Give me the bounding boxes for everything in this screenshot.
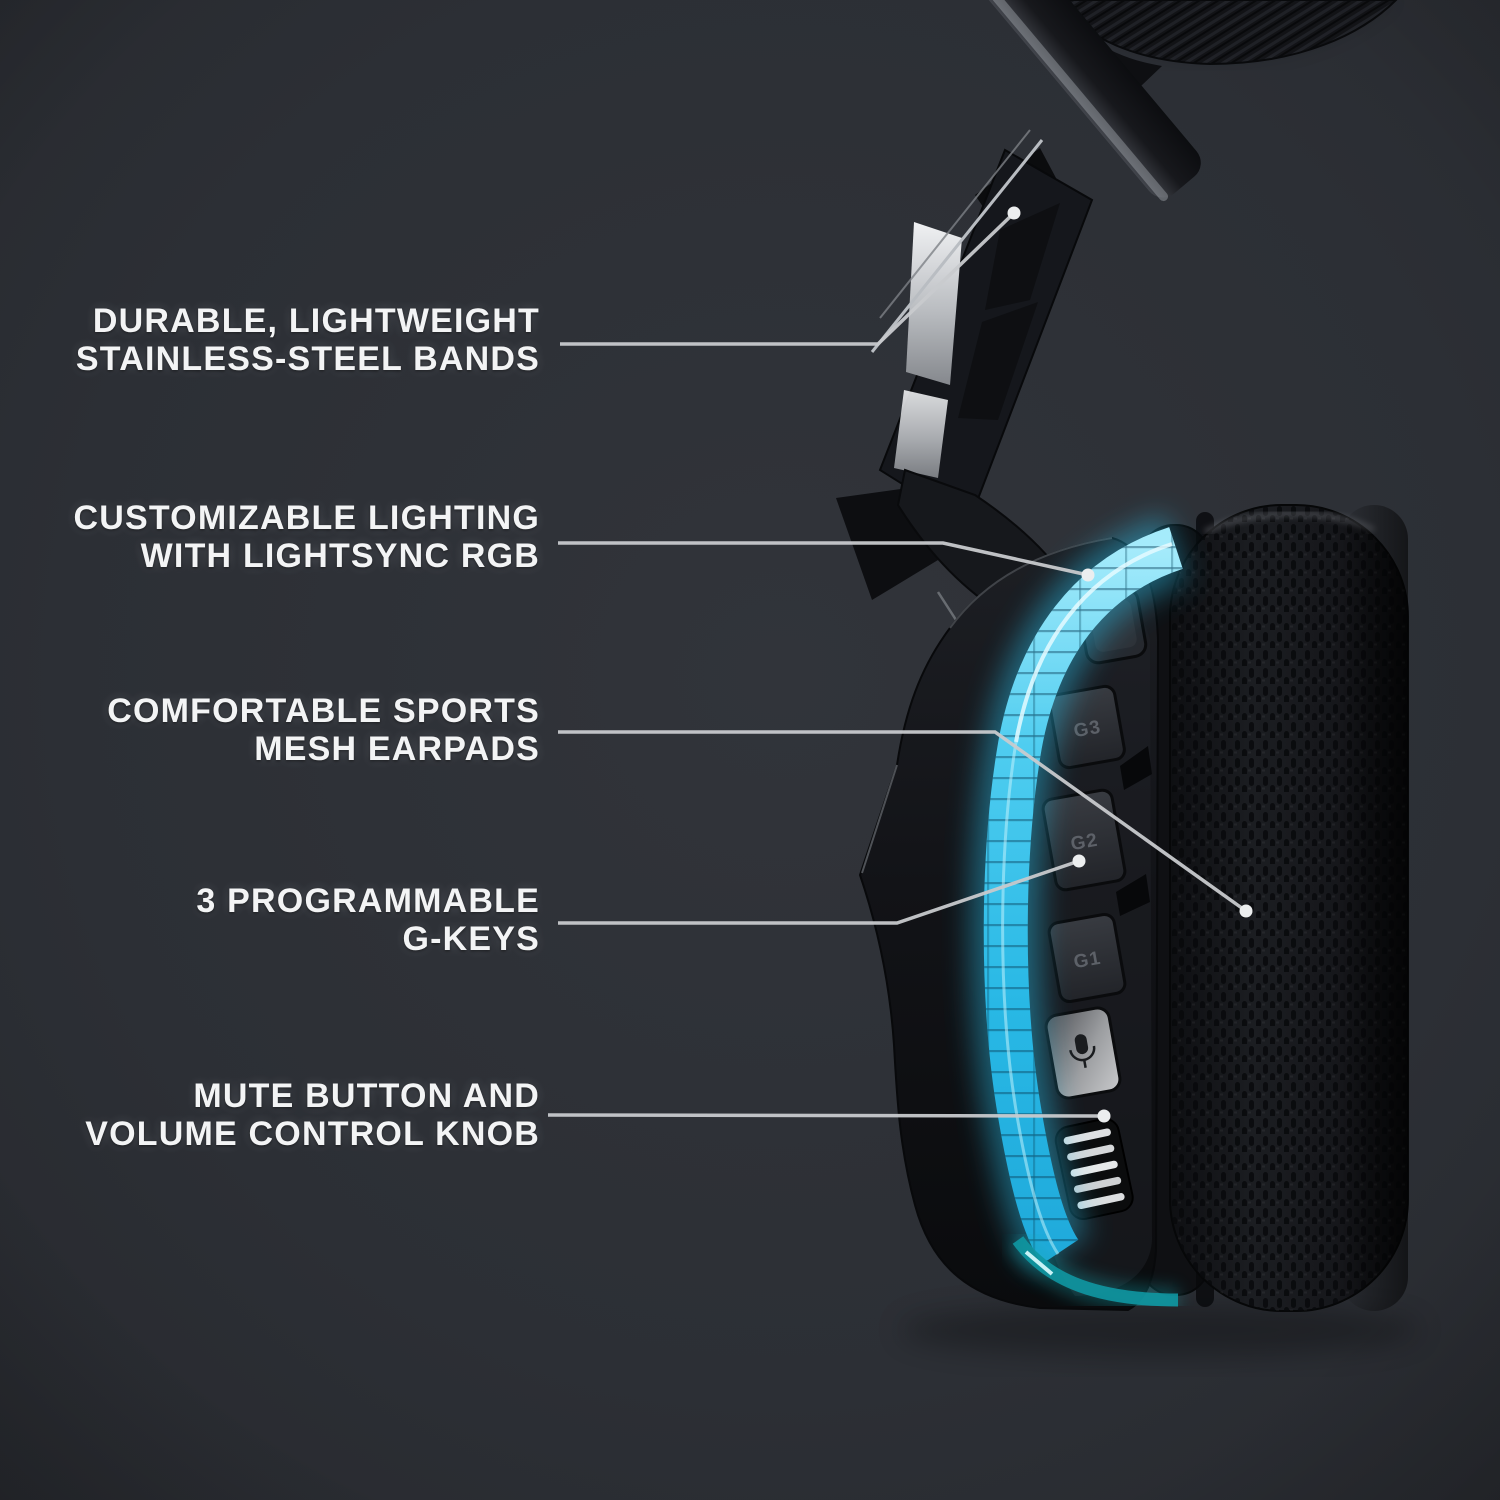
callout-label-mesh-earpads: COMFORTABLE SPORTS MESH EARPADS xyxy=(0,692,540,768)
callout-dot-mute-volume xyxy=(1097,1109,1111,1123)
callout-line-stainless-steel-bands xyxy=(560,211,1016,346)
callout-dot-stainless-steel-bands xyxy=(1007,206,1021,220)
callout-label-stainless-steel-bands: DURABLE, LIGHTWEIGHT STAINLESS-STEEL BAN… xyxy=(0,302,540,378)
callout-text-line: STAINLESS-STEEL BANDS xyxy=(75,340,540,378)
callout-text-line: MESH EARPADS xyxy=(254,730,540,768)
callout-text-line: CUSTOMIZABLE LIGHTING xyxy=(73,499,540,537)
callout-line-mesh-earpads xyxy=(558,730,1248,913)
callout-label-g-keys: 3 PROGRAMMABLE G-KEYS xyxy=(0,882,540,958)
callout-text-line: 3 PROGRAMMABLE xyxy=(196,882,540,920)
callout-lines xyxy=(547,211,1248,1118)
callout-text-line: VOLUME CONTROL KNOB xyxy=(85,1115,540,1153)
callout-line-g-keys xyxy=(558,859,1080,925)
callout-text-line: COMFORTABLE SPORTS xyxy=(107,692,540,730)
callout-text-line: DURABLE, LIGHTWEIGHT xyxy=(92,302,540,340)
callout-dot-mesh-earpads xyxy=(1239,904,1253,918)
callout-label-lightsync-rgb: CUSTOMIZABLE LIGHTING WITH LIGHTSYNC RGB xyxy=(0,499,540,575)
callout-line-mute-volume xyxy=(547,1113,1105,1118)
callout-dot-lightsync-rgb xyxy=(1081,568,1095,582)
callout-line-lightsync-rgb xyxy=(558,541,1089,577)
callout-dots xyxy=(1007,206,1253,1123)
callout-label-mute-volume: MUTE BUTTON AND VOLUME CONTROL KNOB xyxy=(0,1077,540,1153)
callout-text-line: MUTE BUTTON AND xyxy=(193,1077,540,1115)
callout-text-line: WITH LIGHTSYNC RGB xyxy=(140,537,540,575)
callout-text-line: G-KEYS xyxy=(402,920,540,958)
callout-dot-g-keys xyxy=(1072,854,1086,868)
